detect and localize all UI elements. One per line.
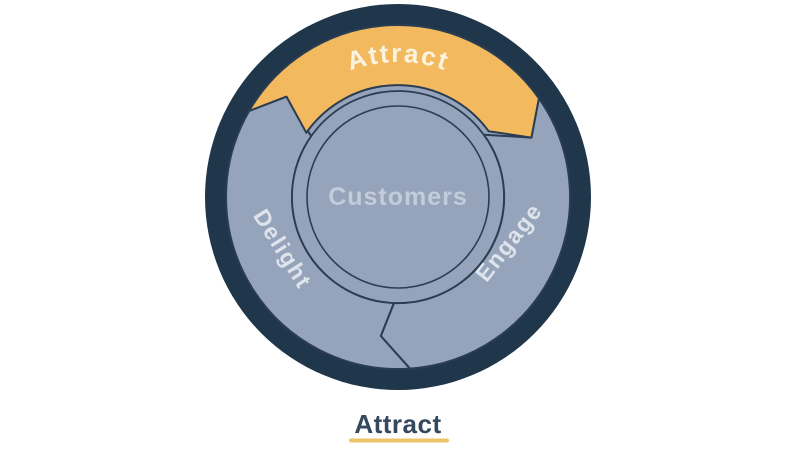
caption-underline [349, 438, 449, 443]
segment-attract-highlighted [248, 24, 540, 139]
flywheel-hub-inner-ring [306, 105, 490, 289]
flywheel-hub [291, 90, 505, 304]
hub-label-customers: Customers [328, 183, 468, 211]
caption-label: Attract [354, 409, 441, 439]
